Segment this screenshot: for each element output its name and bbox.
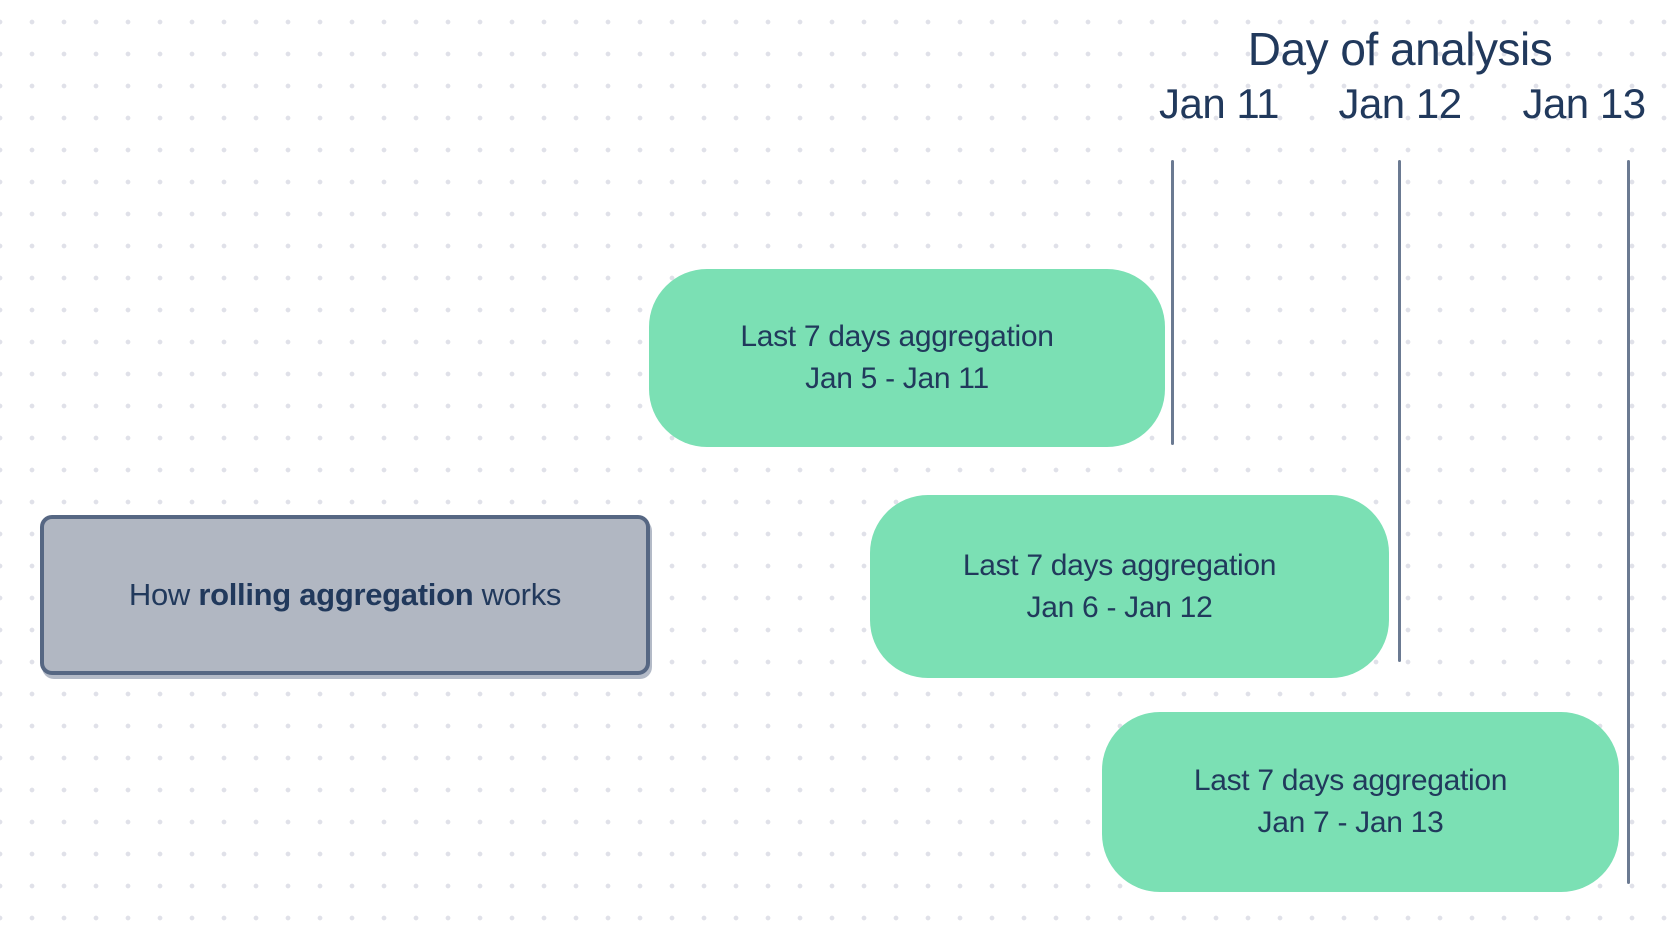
analysis-day-line-jan-12 <box>1398 160 1401 662</box>
aggregation-box-jan6-jan12[interactable]: Last 7 days aggregation Jan 6 - Jan 12 <box>870 495 1389 678</box>
aggregation-box-label: Last 7 days aggregation <box>740 320 1054 353</box>
date-label-jan-13: Jan 13 <box>1522 80 1646 127</box>
date-label-jan-11: Jan 11 <box>1159 80 1280 127</box>
analysis-day-line-jan-11 <box>1171 160 1174 445</box>
legend-text-bold: rolling aggregation <box>198 577 474 612</box>
date-label-jan-12: Jan 12 <box>1338 80 1462 127</box>
aggregation-box-range: Jan 7 - Jan 13 <box>1257 806 1444 839</box>
legend-text: How rolling aggregation works <box>128 577 562 613</box>
analysis-day-line-jan-13 <box>1627 160 1630 884</box>
aggregation-box-jan5-jan11[interactable]: Last 7 days aggregation Jan 5 - Jan 11 <box>649 269 1165 447</box>
aggregation-box-range: Jan 6 - Jan 12 <box>1026 590 1213 624</box>
aggregation-box-label: Last 7 days aggregation <box>1193 764 1508 797</box>
aggregation-box-label: Last 7 days aggregation <box>962 548 1277 582</box>
legend-text-before: How <box>128 577 199 612</box>
aggregation-box-range: Jan 5 - Jan 11 <box>805 362 989 395</box>
aggregation-box-jan7-jan13[interactable]: Last 7 days aggregation Jan 7 - Jan 13 <box>1102 712 1619 892</box>
day-of-analysis-title: Day of analysis <box>1247 23 1553 75</box>
legend-text-after: works <box>473 577 562 612</box>
legend-box[interactable]: How rolling aggregation works <box>40 515 650 675</box>
